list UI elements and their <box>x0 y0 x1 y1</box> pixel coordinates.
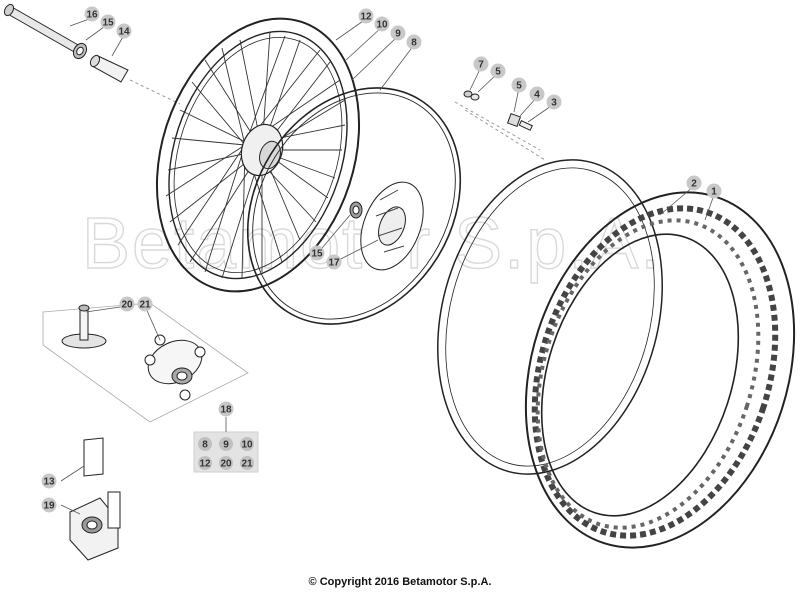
svg-text:12: 12 <box>199 459 211 470</box>
rim-inner <box>168 30 348 280</box>
callout-21: 21 <box>137 296 153 312</box>
kit-item-21: 21 <box>240 456 254 470</box>
svg-text:12: 12 <box>360 12 372 23</box>
rear-hub <box>144 334 206 401</box>
svg-text:5: 5 <box>516 81 522 92</box>
callout-20: 20 <box>119 296 135 312</box>
callout-18: 18 <box>218 401 234 417</box>
disc-bolts <box>454 90 546 161</box>
svg-text:16: 16 <box>86 10 98 21</box>
axle-head <box>3 3 15 17</box>
kit-item-8: 8 <box>198 437 212 451</box>
callout-2: 2 <box>686 175 702 191</box>
rim-band <box>246 87 462 325</box>
svg-text:14: 14 <box>118 27 130 38</box>
svg-text:7: 7 <box>478 60 484 71</box>
callout-3: 3 <box>546 94 562 110</box>
spokes <box>165 31 346 279</box>
svg-text:9: 9 <box>223 440 229 451</box>
callout-16: 16 <box>84 6 100 22</box>
kit-item-10: 10 <box>240 437 254 451</box>
lock-block <box>69 491 121 561</box>
svg-text:8: 8 <box>411 38 417 49</box>
svg-text:18: 18 <box>220 405 232 416</box>
callout-10: 10 <box>374 16 390 32</box>
svg-text:4: 4 <box>534 90 540 101</box>
svg-text:3: 3 <box>551 98 557 109</box>
callout-5-right: 5 <box>511 77 527 93</box>
svg-text:15: 15 <box>102 18 114 29</box>
callout-8: 8 <box>406 34 422 50</box>
svg-text:15: 15 <box>311 249 323 260</box>
inner-tube <box>437 159 663 475</box>
sticker-part <box>83 437 104 477</box>
tire-inner <box>540 233 740 517</box>
axle-assembly <box>3 3 181 105</box>
callout-9: 9 <box>390 25 406 41</box>
svg-text:8: 8 <box>202 440 208 451</box>
callout-12: 12 <box>358 8 374 24</box>
svg-text:1: 1 <box>711 187 717 198</box>
svg-text:10: 10 <box>241 440 253 451</box>
svg-text:13: 13 <box>43 477 55 488</box>
rim-outer <box>155 17 361 293</box>
svg-text:21: 21 <box>139 300 151 311</box>
callout-4: 4 <box>529 86 545 102</box>
callout-1: 1 <box>706 183 722 199</box>
svg-text:9: 9 <box>395 29 401 40</box>
kit-items: 8 9 10 12 20 21 <box>198 437 254 470</box>
svg-text:21: 21 <box>241 459 253 470</box>
callout-7: 7 <box>473 56 489 72</box>
svg-text:17: 17 <box>328 258 340 269</box>
spoked-wheel <box>155 17 361 293</box>
svg-text:20: 20 <box>220 459 232 470</box>
hub-detail-group <box>42 302 249 423</box>
kit-item-9: 9 <box>219 437 233 451</box>
axle-shaft <box>5 5 81 54</box>
tire <box>524 191 796 549</box>
callouts: 16 15 14 12 10 9 8 7 5 5 4 3 2 1 15 17 2… <box>41 6 722 513</box>
leader-lines <box>60 17 715 515</box>
callout-15-lower: 15 <box>309 245 325 261</box>
callout-14: 14 <box>116 23 132 39</box>
svg-text:10: 10 <box>376 20 388 31</box>
brake-disc <box>349 181 424 271</box>
kit-item-20: 20 <box>219 456 233 470</box>
callout-17: 17 <box>326 254 342 270</box>
svg-text:5: 5 <box>495 67 501 78</box>
svg-text:19: 19 <box>43 501 55 512</box>
callout-19: 19 <box>41 497 57 513</box>
callout-5-top: 5 <box>490 63 506 79</box>
copyright-notice: © Copyright 2016 Betamotor S.p.A. <box>308 576 492 588</box>
kit-item-12: 12 <box>198 456 212 470</box>
svg-text:20: 20 <box>121 300 133 311</box>
callout-15: 15 <box>100 14 116 30</box>
callout-13: 13 <box>41 473 57 489</box>
svg-text:2: 2 <box>691 179 697 190</box>
